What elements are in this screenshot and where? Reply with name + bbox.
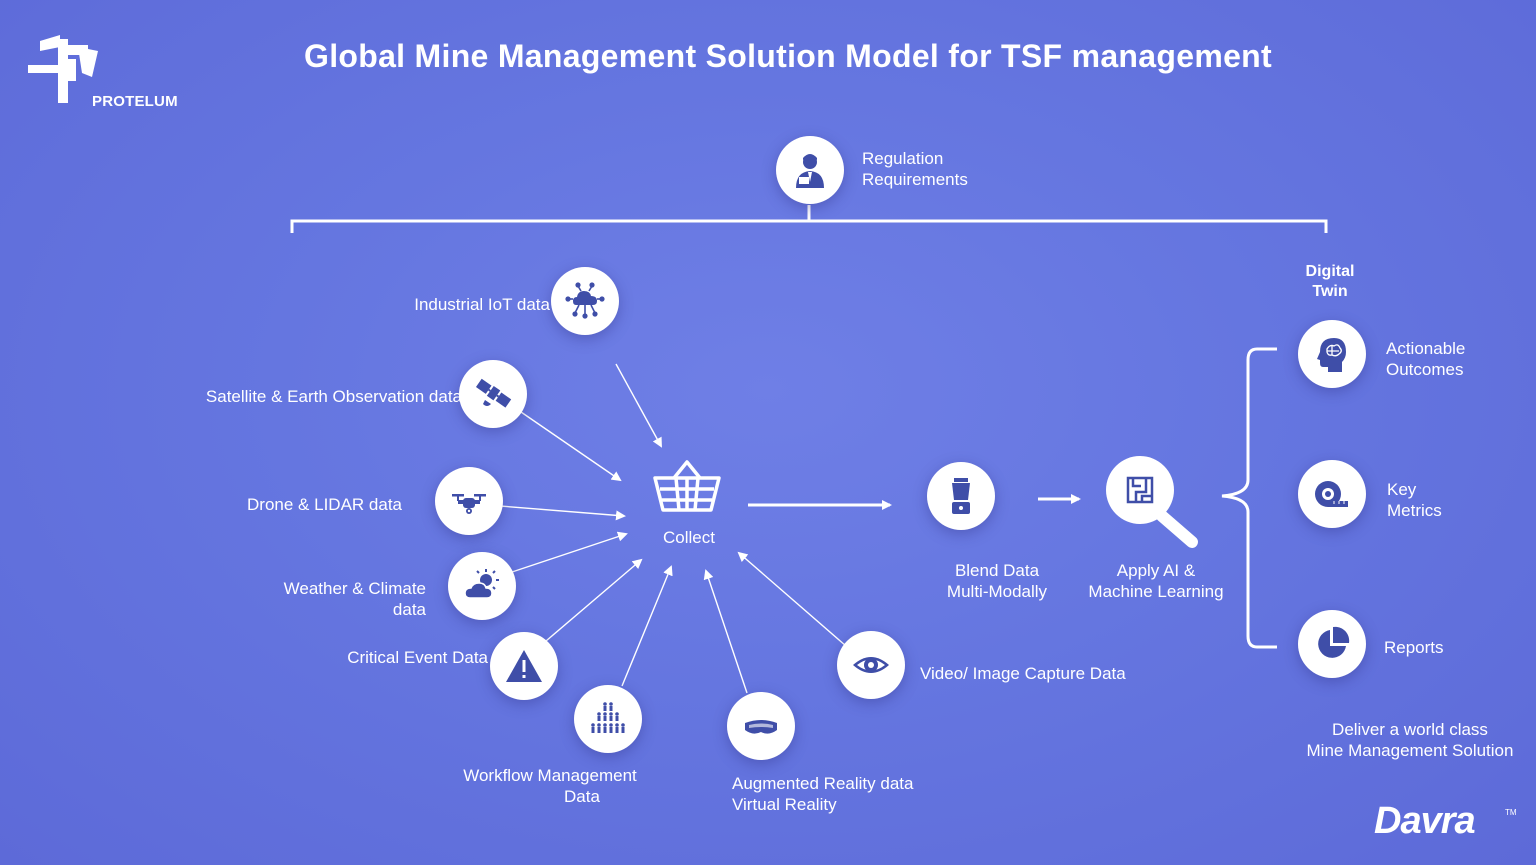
iot-node — [551, 267, 619, 335]
drone-node — [435, 467, 503, 535]
critical-label: Critical Event Data — [347, 648, 488, 667]
businessman-icon — [796, 154, 824, 188]
blender-icon — [952, 478, 970, 514]
arrow-weather — [511, 531, 628, 573]
workflow-node — [574, 685, 642, 753]
critical-node — [490, 632, 558, 700]
video-node — [837, 631, 905, 699]
warning-icon — [506, 650, 542, 682]
drone-label: Drone & LIDAR data — [247, 495, 402, 514]
arrow-video — [737, 551, 847, 647]
process-arrows — [748, 494, 1081, 510]
protelum-logo-text: PROTELUM — [92, 93, 178, 110]
reports-label: Reports — [1384, 638, 1444, 657]
digital-twin-brace — [1221, 347, 1277, 649]
regulation-node — [776, 136, 844, 204]
blend-node — [927, 462, 995, 530]
ar-node — [727, 692, 795, 760]
arrow-ar — [703, 569, 748, 694]
video-label: Video/ Image Capture Data — [920, 664, 1126, 683]
pie-chart-icon — [1318, 626, 1350, 658]
eye-icon — [853, 657, 889, 673]
arrow-satellite — [520, 411, 622, 482]
arrow-iot — [615, 363, 662, 448]
arrow-drone — [499, 505, 626, 521]
arrow-workflow — [621, 565, 673, 687]
collect-label: Collect — [663, 528, 715, 547]
ai-node — [1106, 456, 1202, 557]
brain-head-icon — [1317, 338, 1346, 372]
magnifier-maze-icon — [1106, 456, 1198, 548]
basket-icon — [652, 458, 722, 519]
people-group-icon — [591, 702, 625, 733]
sun-cloud-icon — [464, 569, 499, 599]
cloud-network-icon — [565, 282, 605, 319]
weather-node — [448, 552, 516, 620]
tape-measure-icon — [1315, 481, 1348, 507]
drone-icon — [452, 494, 486, 514]
satellite-icon — [475, 378, 512, 408]
actionable-node — [1298, 320, 1366, 388]
ai-label: Apply AI &Machine Learning — [1088, 561, 1224, 601]
iot-label: Industrial IoT data — [414, 295, 550, 314]
protelum-logo-icon — [26, 33, 102, 110]
metrics-node — [1298, 460, 1366, 528]
vr-headset-icon — [745, 720, 777, 734]
arrow-critical — [545, 558, 643, 642]
regulation-bracket — [290, 205, 1328, 233]
satellite-node — [459, 360, 527, 428]
source-arrows — [499, 363, 847, 694]
page-title: Global Mine Management Solution Model fo… — [304, 38, 1272, 74]
reports-node — [1298, 610, 1366, 678]
satellite-label: Satellite & Earth Observation data — [205, 387, 462, 406]
davra-logo: Davra — [1374, 800, 1476, 842]
davra-trademark: TM — [1505, 808, 1517, 817]
